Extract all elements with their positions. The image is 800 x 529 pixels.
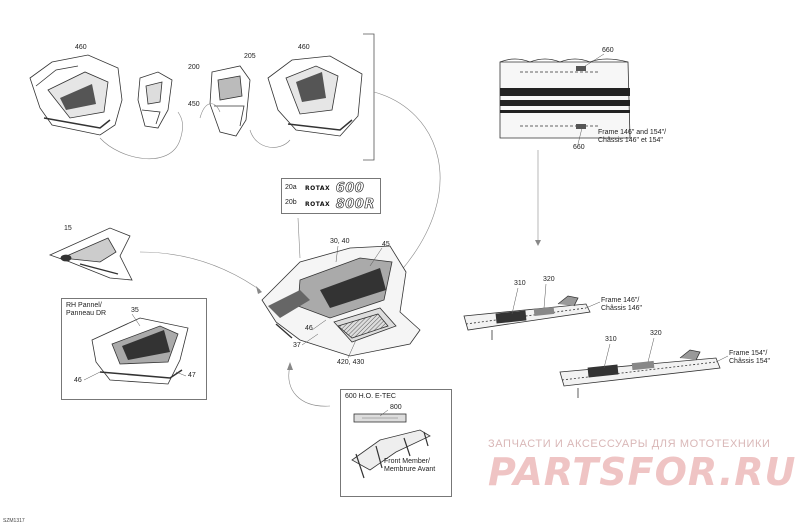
rotax-600-number: 600 (335, 181, 365, 197)
arrow-down-head (535, 240, 541, 246)
leader-46-main (311, 319, 327, 331)
leader-etec (288, 365, 331, 407)
rotax-600-logo: ROTAX 600 (305, 178, 364, 197)
leader-curve-3 (249, 129, 291, 148)
callout-310-b: 310 (605, 336, 617, 343)
note-front-member: Front Member/ Membrure Avant (384, 458, 436, 473)
leader-curve-4 (373, 91, 441, 273)
leader-nose (139, 251, 261, 291)
leader-320-a (543, 283, 547, 309)
leader-47 (175, 371, 187, 377)
leader-660-top (581, 53, 605, 69)
figure-code: SZM1317 (3, 518, 25, 524)
callout-460-right: 460 (298, 44, 310, 51)
callout-660-bottom: 660 (573, 144, 585, 151)
leader-badges (297, 217, 301, 259)
callout-460-left: 460 (75, 44, 87, 51)
callout-320-b: 320 (650, 330, 662, 337)
nose-cover-200 (137, 71, 173, 129)
rotax-800r-number: 800R (335, 197, 375, 213)
leader-curve-1 (99, 111, 183, 160)
group-bracket (363, 33, 375, 161)
tunnel-top-view (499, 58, 631, 139)
callout-35: 35 (131, 307, 139, 314)
callout-450: 450 (188, 101, 200, 108)
leader-nose-head (256, 286, 262, 294)
side-panel-left (29, 54, 123, 136)
leader-46-inset (83, 371, 101, 381)
rotax-small-text: ROTAX (305, 185, 331, 192)
leader-420 (347, 339, 357, 359)
rotax-small-text-2: ROTAX (305, 201, 331, 208)
leader-320-b (647, 337, 655, 363)
callout-420-430: 420, 430 (337, 359, 365, 366)
ho-etec-box (340, 389, 452, 497)
leader-frame-154 (715, 355, 729, 363)
callout-320-a: 320 (543, 276, 555, 283)
callout-20b: 20b (285, 199, 297, 206)
leader-frame-146 (585, 301, 601, 309)
watermark-tagline: ЗАПЧАСТИ И АКСЕССУАРЫ ДЛЯ МОТОТЕХНИКИ (488, 438, 771, 450)
callout-660-top: 660 (602, 47, 614, 54)
callout-310-a: 310 (514, 280, 526, 287)
side-panel-right (267, 55, 363, 137)
rh-panel-drawing (91, 317, 189, 385)
callout-45: 45 (382, 241, 390, 248)
ho-etec-title: 600 H.O. E-TEC (345, 393, 396, 400)
callout-30-40: 30, 40 (330, 238, 350, 245)
leader-etec-head (287, 362, 293, 370)
callout-800: 800 (390, 404, 402, 411)
callout-205: 205 (244, 53, 256, 60)
leader-45 (369, 247, 383, 267)
leader-curve-2 (199, 103, 221, 119)
tunnel-side-154 (559, 349, 721, 398)
hood-assembly (261, 245, 421, 357)
leader-660-bottom (577, 127, 583, 145)
leader-37 (301, 333, 319, 346)
note-frame-146: Frame 146"/ Châssis 146" (601, 297, 643, 312)
rh-panel-title: RH Pannel/ Panneau DR (66, 302, 107, 317)
leader-310-a (511, 287, 519, 315)
rh-panel-box (61, 298, 207, 400)
note-frame-154: Frame 154"/ Châssis 154" (729, 350, 771, 365)
leader-30-40 (335, 245, 339, 263)
leader-800 (379, 409, 389, 417)
callout-47: 47 (188, 372, 196, 379)
leader-35 (131, 313, 141, 327)
tunnel-side-146 (463, 295, 591, 340)
watermark-logo: PARTSFOR.RU (488, 450, 797, 494)
callout-37: 37 (293, 342, 301, 349)
callout-20a: 20a (285, 184, 297, 191)
callout-15: 15 (64, 225, 72, 232)
badge-box (281, 178, 381, 214)
callout-200: 200 (188, 64, 200, 71)
callout-46-inset: 46 (74, 377, 82, 384)
leader-310-b (603, 343, 611, 369)
front-member-drawing (351, 413, 431, 479)
nose-cone (48, 227, 133, 281)
callout-46-main: 46 (305, 325, 313, 332)
nose-cover-205 (209, 65, 251, 137)
note-frame-146-154: Frame 146" and 154"/ Châssis 146" et 154… (598, 129, 667, 144)
rotax-800r-logo: ROTAX 800R (305, 194, 375, 213)
